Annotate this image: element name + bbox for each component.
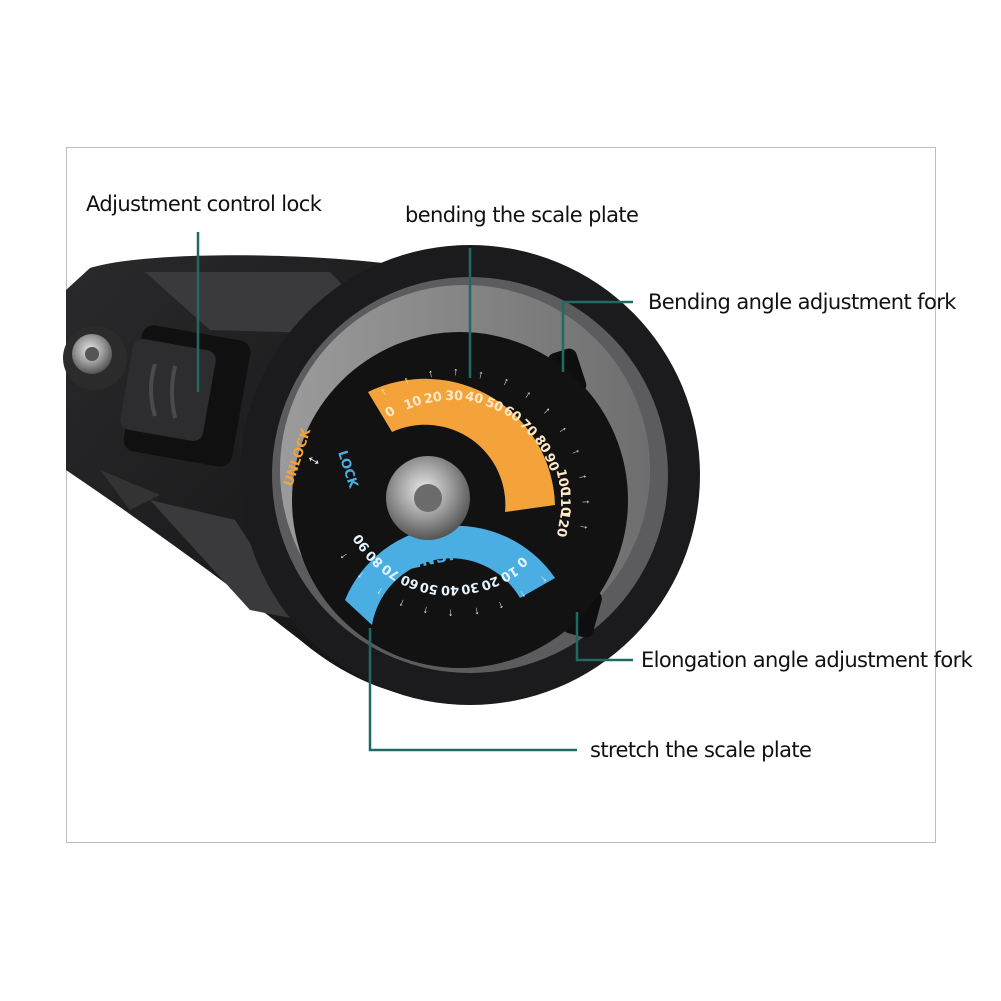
callout-bending-scale-plate: bending the scale plate <box>405 203 639 227</box>
image-frame <box>66 147 936 843</box>
callout-bending-angle-fork: Bending angle adjustment fork <box>648 290 956 314</box>
lock-slider[interactable] <box>119 337 218 442</box>
flexion-scale-band <box>368 378 555 512</box>
flexion-tick-label: 20 <box>423 389 444 408</box>
scale-tick-arrow-icon: ↑ <box>579 498 592 505</box>
extension-tick-label: 50 <box>418 577 440 597</box>
arm-cutout-mid <box>100 470 160 510</box>
extension-scale-band <box>345 525 555 625</box>
scale-tick-arrow-icon: ↑ <box>448 606 455 620</box>
extension-tick-label: 40 <box>440 581 460 598</box>
flexion-tick-label: 30 <box>444 388 464 405</box>
callout-stretch-scale-plate: stretch the scale plate <box>590 738 812 762</box>
scale-tick-arrow-icon: ↑ <box>453 365 459 379</box>
arm-cutout-bottom <box>150 500 300 620</box>
callout-adjustment-control-lock: Adjustment control lock <box>86 192 322 216</box>
leader-lines <box>196 232 633 752</box>
callout-elongation-angle-fork: Elongation angle adjustment fork <box>641 648 973 672</box>
